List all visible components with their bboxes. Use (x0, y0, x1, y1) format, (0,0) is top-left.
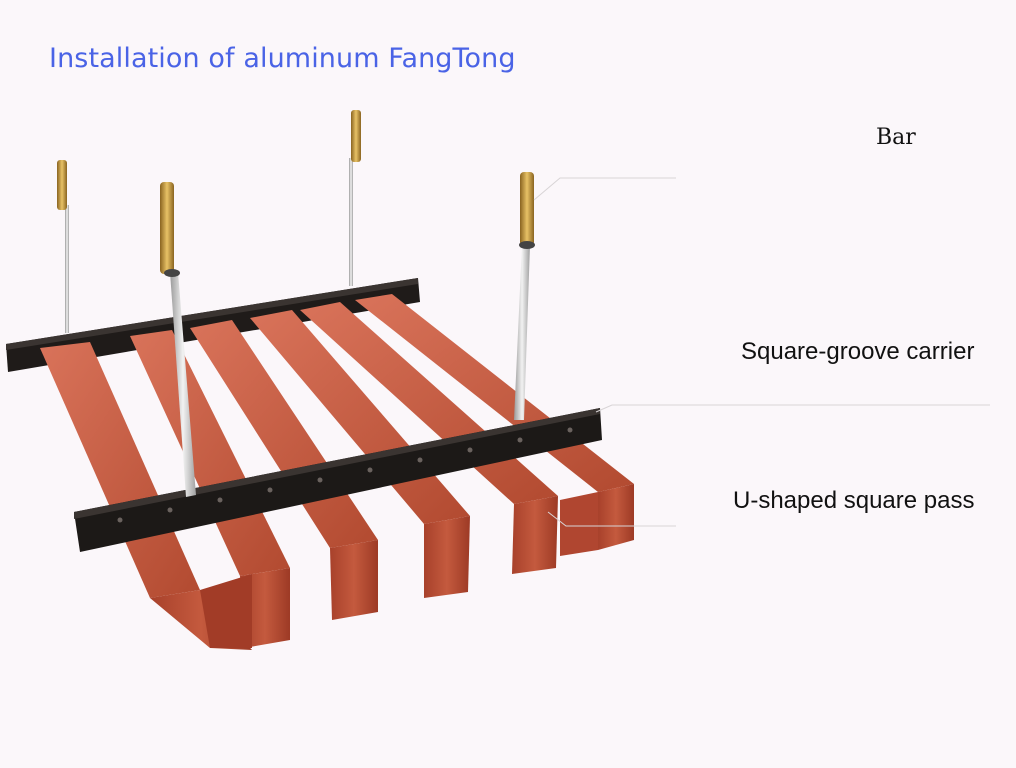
rod-2 (349, 110, 361, 286)
front-carrier (74, 408, 602, 552)
rod-1 (57, 160, 69, 333)
page-title: Installation of aluminum FangTong (49, 43, 516, 74)
label-u-shaped-square-pass: U-shaped square pass (733, 487, 975, 514)
hanger-rods (57, 110, 535, 497)
label-square-groove-carrier: Square-groove carrier (741, 338, 975, 365)
label-bar: Bar (876, 125, 916, 150)
rod-4 (514, 172, 535, 420)
leader-lines (533, 177, 990, 527)
rod-3 (160, 182, 196, 497)
